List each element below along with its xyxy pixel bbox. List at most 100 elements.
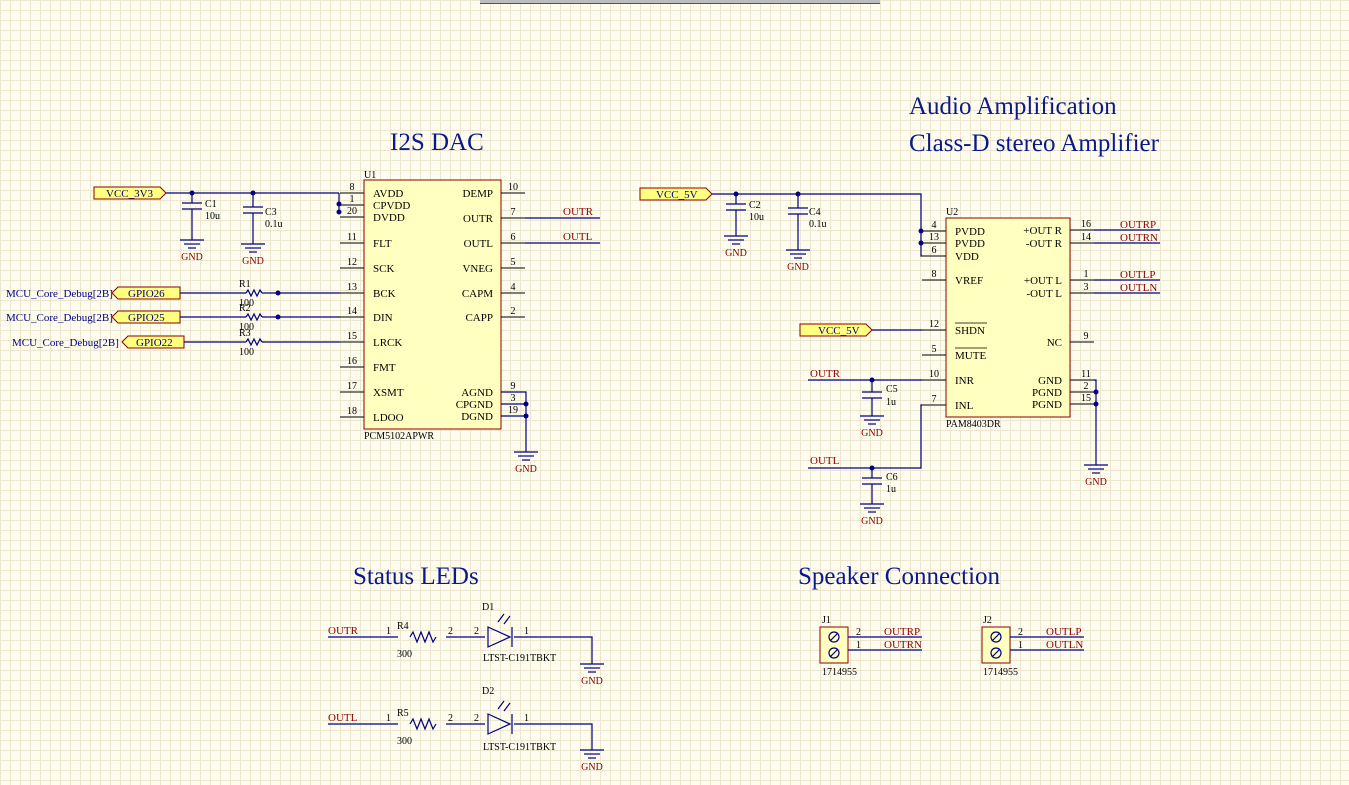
svg-text:1714955: 1714955: [822, 667, 857, 678]
u2-pin-number: 4: [932, 220, 937, 231]
u1-pin-name: AVDD: [373, 188, 403, 200]
u2-pin-number: 13: [929, 232, 939, 243]
svg-text:1: 1: [386, 713, 391, 724]
gpio25-line[interactable]: MCU_Core_Debug[2B] GPIO25 R2 100: [6, 303, 340, 333]
u1-pin-number: 7: [511, 207, 516, 218]
svg-text:OUTL: OUTL: [328, 712, 358, 724]
net-label-outln: OUTLN: [1120, 282, 1157, 294]
svg-text:R5: R5: [397, 708, 409, 719]
gnd-symbol-u1: GND: [514, 451, 538, 475]
gnd-label: GND: [861, 516, 883, 527]
svg-text:C1: C1: [205, 199, 217, 210]
u1-pin-number: 5: [511, 257, 516, 268]
u1-pin-name: DEMP: [462, 188, 493, 200]
u2-pin-name: VDD: [955, 251, 979, 263]
svg-text:2: 2: [856, 627, 861, 638]
u1-left-pins: 8AVDD1CPVDD20DVDD11FLT12SCK13BCK14DIN15L…: [340, 182, 410, 424]
sheet-scrollbar[interactable]: [480, 0, 880, 4]
led-circuit-outr[interactable]: OUTR 1 R4 300 2 2 1 D1 LTST-C191TBKT: [328, 602, 593, 664]
port-vcc-3v3[interactable]: VCC_3V3: [93, 186, 167, 200]
led-circuit-outl[interactable]: OUTL 1 R5 300 2 2 1 D2 LTST-C191TBKT: [328, 686, 593, 753]
capacitor-c1[interactable]: C1 10u: [182, 193, 220, 240]
svg-text:1u: 1u: [886, 484, 896, 495]
u2-pin-name: PGND: [1032, 399, 1062, 411]
u2-pin-name: PGND: [1032, 387, 1062, 399]
u1-pin-name: CAPM: [462, 288, 493, 300]
u1-pin-number: 19: [508, 405, 518, 416]
svg-text:J1: J1: [822, 615, 831, 626]
u1-part-number: PCM5102APWR: [364, 431, 434, 442]
wire-amp-inputs: [808, 379, 922, 478]
u2-pin-name: MUTE: [955, 350, 986, 362]
sheet-entry-mcu-1: MCU_Core_Debug[2B]: [6, 288, 113, 300]
u2-pin-number: 9: [1084, 331, 1089, 342]
u2-pin-name: VREF: [955, 275, 983, 287]
svg-text:2: 2: [448, 626, 453, 637]
u2-pin-number: 16: [1081, 219, 1091, 230]
gpio22-line[interactable]: MCU_Core_Debug[2B] GPIO22 R3 100: [12, 328, 340, 358]
u1-pin-name: LDOO: [373, 412, 404, 424]
u2-pin-number: 15: [1081, 393, 1091, 404]
u1-pin-name: DVDD: [373, 212, 405, 224]
u1-pin-name: CAPP: [465, 312, 493, 324]
capacitor-c3[interactable]: C3 0.1u: [243, 193, 283, 244]
title-class-d-amplifier: Class-D stereo Amplifier: [909, 130, 1160, 157]
svg-text:GPIO25: GPIO25: [128, 312, 165, 324]
svg-text:1: 1: [524, 626, 529, 637]
svg-text:R1: R1: [239, 279, 251, 290]
connector-j2[interactable]: 2 1 OUTLP OUTLN J2 1714955: [981, 615, 1084, 678]
svg-text:GPIO26: GPIO26: [128, 288, 165, 300]
capacitor-c6[interactable]: C6 1u: [862, 472, 898, 504]
gnd-symbol-u2: GND: [1084, 464, 1108, 488]
svg-text:C2: C2: [749, 200, 761, 211]
svg-text:OUTLN: OUTLN: [1046, 639, 1083, 651]
port-vcc-5v-top[interactable]: VCC_5V: [639, 187, 713, 201]
svg-text:2: 2: [474, 713, 479, 724]
u1-pin-name: CPVDD: [373, 200, 410, 212]
capacitor-c2[interactable]: C2 10u: [726, 194, 764, 236]
port-vcc-5v-shdn[interactable]: VCC_5V: [799, 323, 873, 337]
u1-pin-number: 2: [511, 306, 516, 317]
gnd-label: GND: [861, 428, 883, 439]
svg-text:1: 1: [386, 626, 391, 637]
svg-text:R3: R3: [239, 328, 251, 339]
u1-pin-name: FMT: [373, 362, 396, 374]
gnd-symbol-c4: GND: [786, 249, 810, 273]
svg-text:100: 100: [239, 322, 254, 333]
capacitor-c5[interactable]: C5 1u: [862, 384, 898, 416]
net-label-outr: OUTR: [563, 206, 594, 218]
u2-pin-number: 3: [1084, 282, 1089, 293]
wire-u1-gnd: [501, 391, 527, 452]
u1-designator: U1: [364, 170, 376, 181]
u2-pin-name: INR: [955, 375, 975, 387]
svg-text:300: 300: [397, 736, 412, 747]
resistor-zigzags: [245, 288, 263, 347]
svg-text:OUTRN: OUTRN: [884, 639, 922, 651]
title-status-leds: Status LEDs: [353, 563, 479, 590]
svg-text:1: 1: [1018, 640, 1023, 651]
connector-j1[interactable]: 2 1 OUTRP OUTRN J1 1714955: [819, 615, 922, 678]
u1-pin-number: 1: [350, 194, 355, 205]
u1-pin-number: 4: [511, 282, 516, 293]
gnd-symbol-d1: GND: [580, 663, 604, 687]
u1-dac-chip[interactable]: U1 PCM5102APWR 8AVDD1CPVDD20DVDD11FLT12S…: [340, 170, 525, 442]
gpio26-line[interactable]: MCU_Core_Debug[2B] GPIO26 R1 100: [6, 279, 340, 309]
u1-pin-number: 13: [347, 282, 357, 293]
net-label-outr-in: OUTR: [810, 368, 841, 380]
svg-text:VCC_5V: VCC_5V: [656, 189, 698, 201]
svg-text:10u: 10u: [205, 211, 220, 222]
u1-pin-number: 15: [347, 331, 357, 342]
svg-text:D1: D1: [482, 602, 494, 613]
svg-text:10u: 10u: [749, 212, 764, 223]
capacitor-c4[interactable]: C4 0.1u: [788, 194, 827, 250]
gnd-label: GND: [581, 676, 603, 687]
u2-pin-name: NC: [1047, 337, 1062, 349]
svg-text:300: 300: [397, 649, 412, 660]
u1-pin-name: LRCK: [373, 337, 402, 349]
u1-pin-number: 14: [347, 306, 357, 317]
u2-amplifier-chip[interactable]: U2 PAM8403DR 4PVDD13PVDD6VDD8VREF12SHDN5…: [922, 207, 1094, 430]
gnd-label: GND: [181, 252, 203, 263]
title-speaker-connection: Speaker Connection: [798, 563, 1001, 590]
u1-pin-number: 8: [350, 182, 355, 193]
